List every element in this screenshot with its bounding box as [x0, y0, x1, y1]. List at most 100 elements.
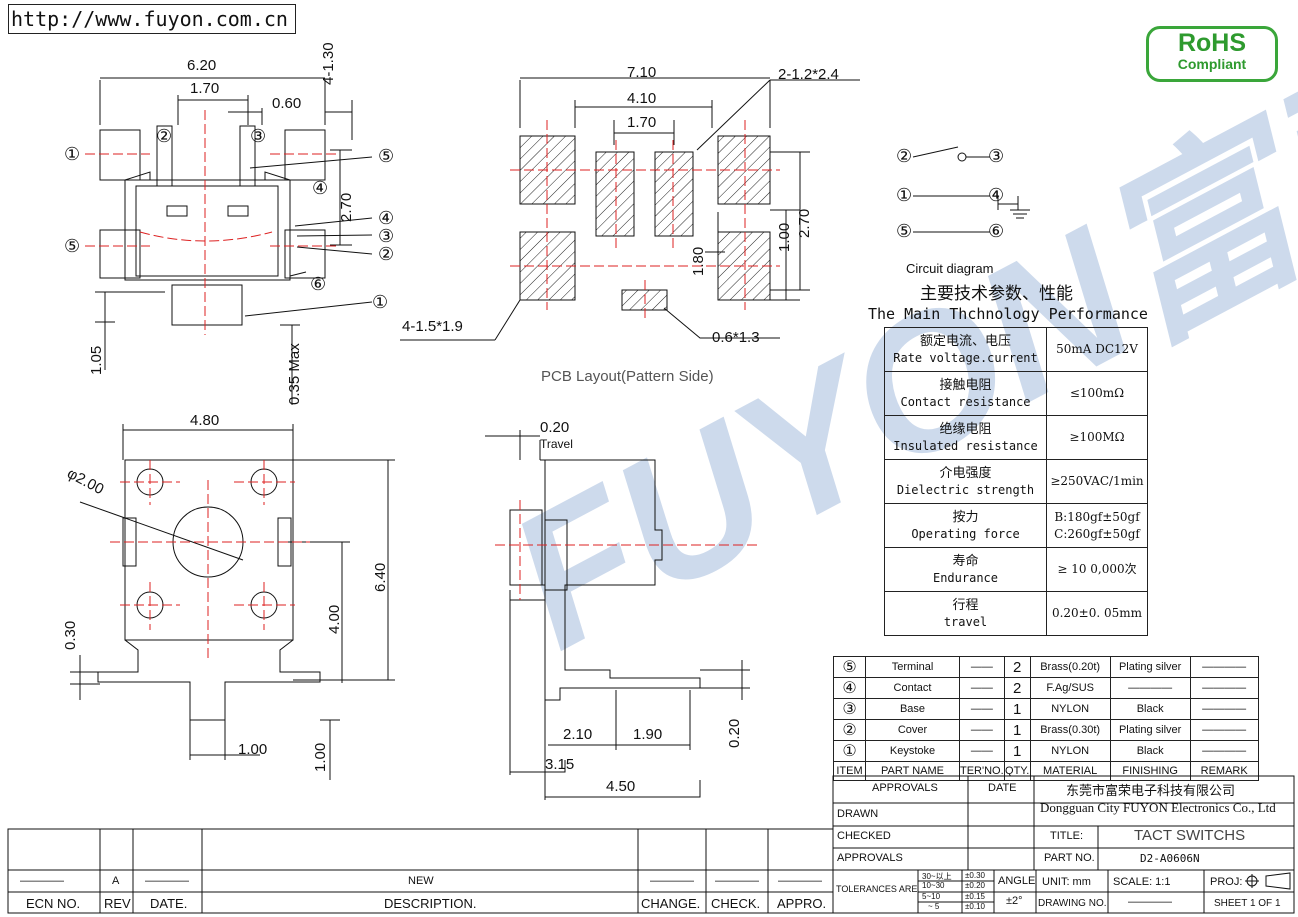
- tol-value-3: ±0.15: [965, 892, 985, 901]
- part-number: D2-A0606N: [1140, 852, 1200, 865]
- bom-header-finishing: FINISHING: [1109, 761, 1191, 781]
- circuit-diagram: [912, 146, 1030, 233]
- circuit-pin-4: ④: [988, 185, 1005, 205]
- dim-4-1-5x1-9: 4-1.5*1.9: [402, 318, 463, 335]
- circuit-pin-1: ①: [896, 185, 913, 205]
- bom-item: ④: [833, 677, 866, 699]
- bom-header-qty: QTY.: [1003, 761, 1031, 781]
- bom-ter: ——: [959, 677, 1005, 699]
- front-view: [70, 424, 395, 780]
- dim-4-00: 4.00: [326, 604, 343, 634]
- date-header-ecn: DATE.: [150, 896, 188, 911]
- drawing-no-label: DRAWING NO.: [1038, 898, 1107, 909]
- spec-name-en: Contact resistance: [900, 394, 1031, 409]
- dim-1-05: 1.05: [88, 345, 105, 375]
- spec-value: ≥ 10 0,000次: [1046, 547, 1148, 592]
- dim-6-20: 6.20: [187, 57, 217, 74]
- sheet-label: SHEET 1 OF 1: [1214, 898, 1281, 909]
- scale-label: SCALE: 1:1: [1113, 876, 1171, 888]
- tolerances-label: TOLERANCES ARE: [836, 884, 918, 894]
- spec-name-cn: 按力: [952, 509, 979, 525]
- rev-header: REV: [104, 896, 131, 911]
- website-url: http://www.fuyon.com.cn: [8, 4, 296, 34]
- bom-header-remark: REMARK: [1189, 761, 1259, 781]
- bom-ter: ——: [959, 656, 1005, 678]
- dim-0-20-travel: 0.20: [540, 419, 570, 436]
- bom-item: ①: [833, 740, 866, 762]
- ecn-no-header: ECN NO.: [26, 896, 81, 911]
- spec-value: ≥250VAC/1min: [1046, 459, 1148, 504]
- bom-ter: ——: [959, 740, 1005, 762]
- circuit-pin-6: ⑥: [988, 221, 1005, 241]
- side-view: [485, 430, 750, 800]
- bom-header-ter: TER'NO.: [959, 761, 1005, 781]
- rohs-label: RoHS: [1177, 29, 1247, 57]
- dim-4-1-30: 4-1.30: [320, 42, 337, 85]
- drawing-no-value: ————: [1128, 896, 1172, 908]
- bom-part-name: Keystoke: [865, 740, 960, 762]
- spec-value: ≥100MΩ: [1046, 415, 1148, 460]
- bom-finishing: ————: [1109, 677, 1191, 699]
- circuit-caption: Circuit diagram: [906, 261, 994, 276]
- bom-item: ②: [833, 719, 866, 741]
- dim-1-70-pcb: 1.70: [627, 114, 657, 131]
- appro-header: APPRO.: [777, 896, 827, 911]
- bom-finishing: Black: [1109, 740, 1191, 762]
- callout-5-left: ⑤: [64, 236, 81, 256]
- dim-1-90: 1.90: [633, 726, 663, 743]
- bom-finishing: Black: [1109, 698, 1191, 720]
- callout-2-list: ②: [378, 244, 395, 264]
- bom-material: NYLON: [1029, 698, 1111, 720]
- ecn-rev-value: A: [112, 875, 120, 887]
- spec-name-en: Insulated resistance: [893, 438, 1038, 453]
- dim-4-50: 4.50: [606, 778, 636, 795]
- title-label: TITLE:: [1050, 830, 1084, 842]
- bom-header-item: ITEM: [833, 761, 866, 781]
- tol-range-4: ~ 5: [928, 902, 940, 911]
- dim-0-6x1-3: 0.6*1.3: [712, 329, 760, 346]
- ecn-appro-value: ————: [778, 875, 822, 887]
- bom-qty: 2: [1003, 677, 1031, 699]
- bom-part-name: Terminal: [865, 656, 960, 678]
- bom-finishing: Plating silver: [1109, 719, 1191, 741]
- travel-label: Travel: [540, 437, 573, 451]
- centerlines: [85, 110, 780, 660]
- callout-6: ⑥: [310, 274, 327, 294]
- spec-value: 0.20±0. 05mm: [1046, 591, 1148, 636]
- spec-name-en: Dielectric strength: [896, 482, 1035, 497]
- tol-range-2: 10~30: [922, 881, 945, 890]
- ecn-date-value: ————: [145, 875, 189, 887]
- drawn-label: DRAWN: [837, 808, 879, 820]
- bom-remark: ————: [1189, 698, 1259, 720]
- spec-name-en: Rate voltage.current: [893, 350, 1038, 365]
- spec-name-cn: 介电强度: [939, 465, 992, 481]
- check-header: CHECK.: [711, 896, 761, 911]
- callout-4-right: ④: [312, 178, 329, 198]
- drawing-title: TACT SWITCHS: [1134, 827, 1246, 844]
- dim-2-70-top: 2.70: [338, 192, 355, 222]
- change-header: CHANGE.: [641, 896, 701, 911]
- ecn-check-value: ————: [715, 875, 759, 887]
- dim-1-00-pcb: 1.00: [776, 222, 793, 252]
- bom-remark: ————: [1189, 677, 1259, 699]
- spec-name-cn: 绝缘电阻: [939, 421, 992, 437]
- bom-remark: ————: [1189, 656, 1259, 678]
- bom-qty: 1: [1003, 719, 1031, 741]
- angle-label: ANGLE: [998, 875, 1036, 887]
- bom-material: Brass(0.30t): [1029, 719, 1111, 741]
- bom-item: ③: [833, 698, 866, 720]
- circuit-pin-2: ②: [896, 146, 913, 166]
- bom-remark: ————: [1189, 740, 1259, 762]
- checked-label: CHECKED: [837, 830, 891, 842]
- company-name-en: Dongguan City FUYON Electronics Co., Ltd: [1040, 800, 1276, 815]
- dim-0-35-max: 0.35 Max: [286, 343, 303, 405]
- rohs-compliant-label: Compliant: [1177, 56, 1247, 72]
